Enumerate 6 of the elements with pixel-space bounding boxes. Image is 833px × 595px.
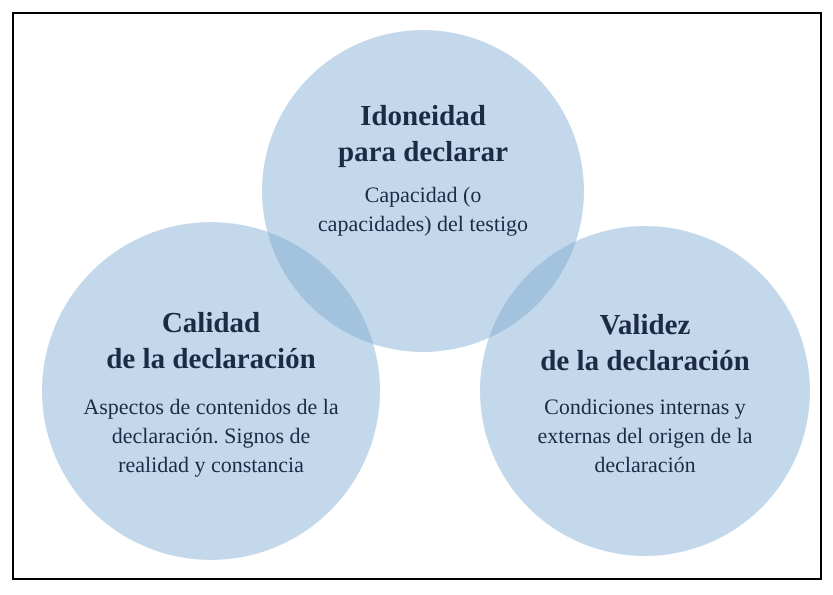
circle-heading: Idoneidad para declarar	[337, 99, 509, 170]
circle-heading: Calidad de la declaración	[105, 306, 317, 377]
circle-text: Aspectos de contenidos de la declaración. Signos de realidad y constancia	[82, 393, 340, 479]
circle-text: Capacidad (o capacidades) del testigo	[316, 181, 530, 238]
circle-text: Condiciones internas y externas del origen de la declaración	[536, 393, 754, 479]
circle-heading: Validez de la declaración	[539, 308, 751, 379]
